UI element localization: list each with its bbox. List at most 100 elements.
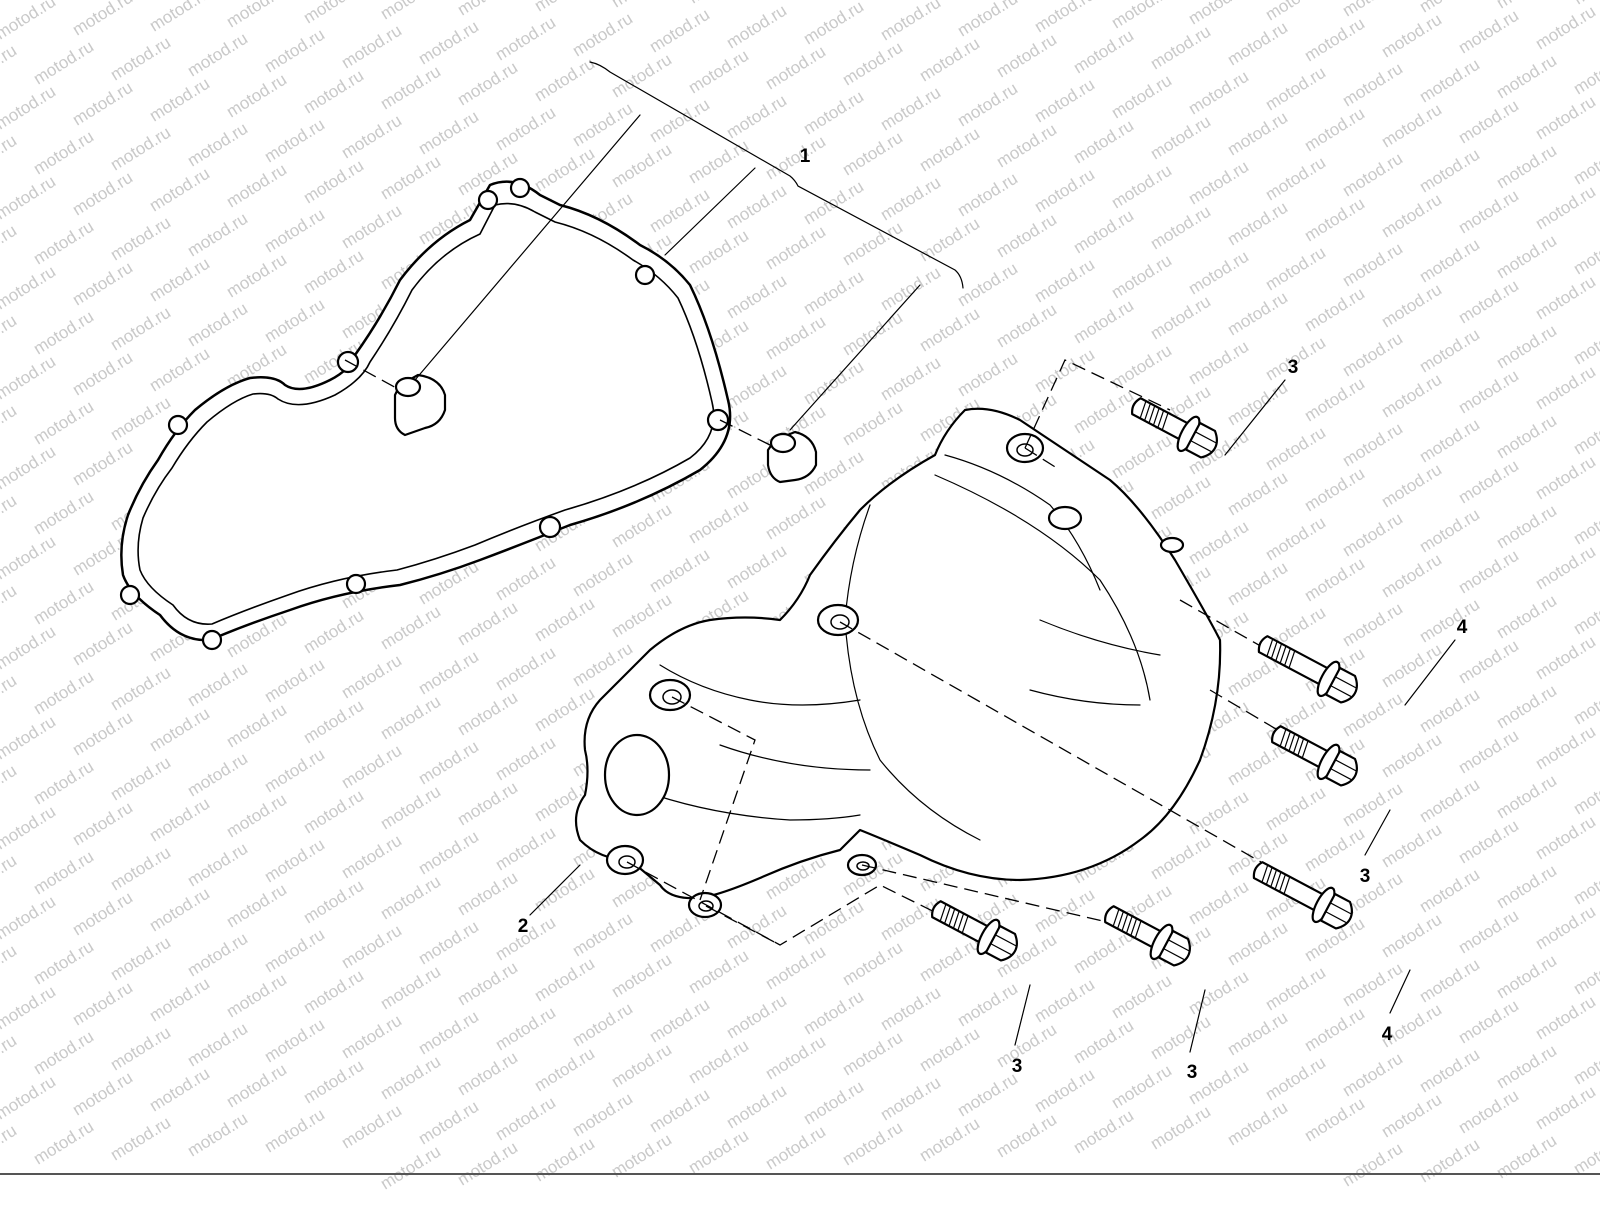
watermark-text: motod.ru [1378,910,1445,962]
bolt-thread [1157,409,1165,429]
watermark-text: motod.ru [1301,104,1368,156]
watermark-text: motod.ru [0,41,20,93]
watermark-text: motod.ru [1416,865,1483,917]
watermark-text: motod.ru [762,942,829,994]
watermark-text: motod.ru [1070,206,1137,258]
watermark-text: motod.ru [0,1121,20,1173]
watermark-text: motod.ru [800,987,867,1039]
watermark-text: motod.ru [0,851,20,903]
bolt-thread [1270,869,1278,888]
watermark-text: motod.ru [1070,296,1137,348]
watermark-text: motod.ru [1532,722,1599,774]
watermark-text: motod.ru [1416,505,1483,557]
bolt-thread [939,903,947,922]
watermark-text: motod.ru [1301,824,1368,876]
watermark-text: motod.ru [1532,272,1599,324]
watermark-text: motod.ru [69,78,136,130]
watermark-text: motod.ru [0,622,59,674]
bolt-thread [1125,915,1133,934]
bolt-thread [1288,650,1296,669]
watermark-text: motod.ru [377,962,444,1014]
watermark-text: motod.ru [762,42,829,94]
bolt-thread [1270,640,1278,660]
bolt-thread [1274,871,1282,890]
watermark-text: motod.ru [0,1072,59,1124]
watermark-text: motod.ru [569,999,636,1051]
watermark-text: motod.ru [107,753,174,805]
bolt-icon [1104,905,1191,967]
watermark-text: motod.ru [1570,857,1600,909]
watermark-text: motod.ru [1224,468,1291,520]
watermark-text: motod.ru [107,1023,174,1075]
watermark-text: motod.ru [338,201,405,253]
watermark-text: motod.ru [338,921,405,973]
watermark-text: motod.ru [0,0,59,43]
watermark-text: motod.ru [0,401,20,453]
watermark-text: motod.ru [454,58,521,110]
watermark-text: motod.ru [415,107,482,159]
watermark-text: motod.ru [454,1048,521,1100]
watermark-text: motod.ru [377,152,444,204]
watermark-text: motod.ru [954,79,1021,131]
bolt-thread [1278,873,1286,893]
watermark-text: motod.ru [0,221,20,273]
watermark-text: motod.ru [0,941,20,993]
watermark-text: motod.ru [1031,165,1098,217]
watermark-text: motod.ru [1493,681,1560,733]
bolt-head-edge [989,943,1012,956]
watermark-text: motod.ru [1070,26,1137,78]
watermark-text: motod.ru [1493,1041,1560,1093]
bolt-thread [1152,407,1160,426]
bolt-thread [1283,876,1291,895]
watermark-text: motod.ru [762,492,829,544]
watermark-text: motod.ru [1031,345,1098,397]
watermark-text: motod.ru [1455,456,1522,508]
watermark-text: motod.ru [1378,10,1445,62]
callout-labels: 1 2 3 3 3 3 4 4 [518,146,1468,1083]
watermark-text: motod.ru [1570,1037,1600,1089]
watermark-text: motod.ru [1493,771,1560,823]
watermark-text: motod.ru [223,160,290,212]
watermark-text: motod.ru [69,168,136,220]
bolt-head-edge [1334,676,1357,689]
watermark-text: motod.ru [69,438,136,490]
watermark-text: motod.ru [377,0,444,23]
bolt-icon [1252,861,1353,930]
watermark-text: motod.ru [762,132,829,184]
watermark-text: motod.ru [1108,971,1175,1023]
watermark-text: motod.ru [1570,0,1600,8]
bolt-icon [1271,725,1358,787]
watermark-text: motod.ru [1493,51,1560,103]
watermark-text: motod.ru [877,83,944,135]
watermark-text: motod.ru [30,757,97,809]
watermark-text: motod.ru [223,700,290,752]
watermark-text: motod.ru [261,925,328,977]
watermark-text: motod.ru [839,398,906,450]
watermark-text: motod.ru [1224,918,1291,970]
watermark-text: motod.ru [1108,1061,1175,1113]
watermark-text: motod.ru [30,307,97,359]
callout-1: 1 [800,146,811,167]
bolt-thread [1279,728,1287,747]
watermark-text: motod.ru [569,1089,636,1141]
watermark-text: motod.ru [1532,92,1599,144]
watermark-text: motod.ru [1532,452,1599,504]
watermark-text: motod.ru [184,929,251,981]
watermark-text: motod.ru [954,979,1021,1031]
watermark-text: motod.ru [608,590,675,642]
watermark-text: motod.ru [107,213,174,265]
watermark-text: motod.ru [1570,317,1600,369]
watermark-text: motod.ru [646,995,713,1047]
watermark-text: motod.ru [877,1073,944,1125]
watermark-text: motod.ru [1108,161,1175,213]
watermark-text: motod.ru [762,312,829,364]
watermark-text: motod.ru [1455,186,1522,238]
bolt-thread [961,915,969,934]
watermark-text: motod.ru [1070,1016,1137,1068]
watermark-text: motod.ru [146,794,213,846]
bolt-head-edge [1329,902,1352,915]
watermark-text: motod.ru [646,5,713,57]
watermark-text: motod.ru [1147,202,1214,254]
watermark-text: motod.ru [569,9,636,61]
watermark-text: motod.ru [223,70,290,122]
